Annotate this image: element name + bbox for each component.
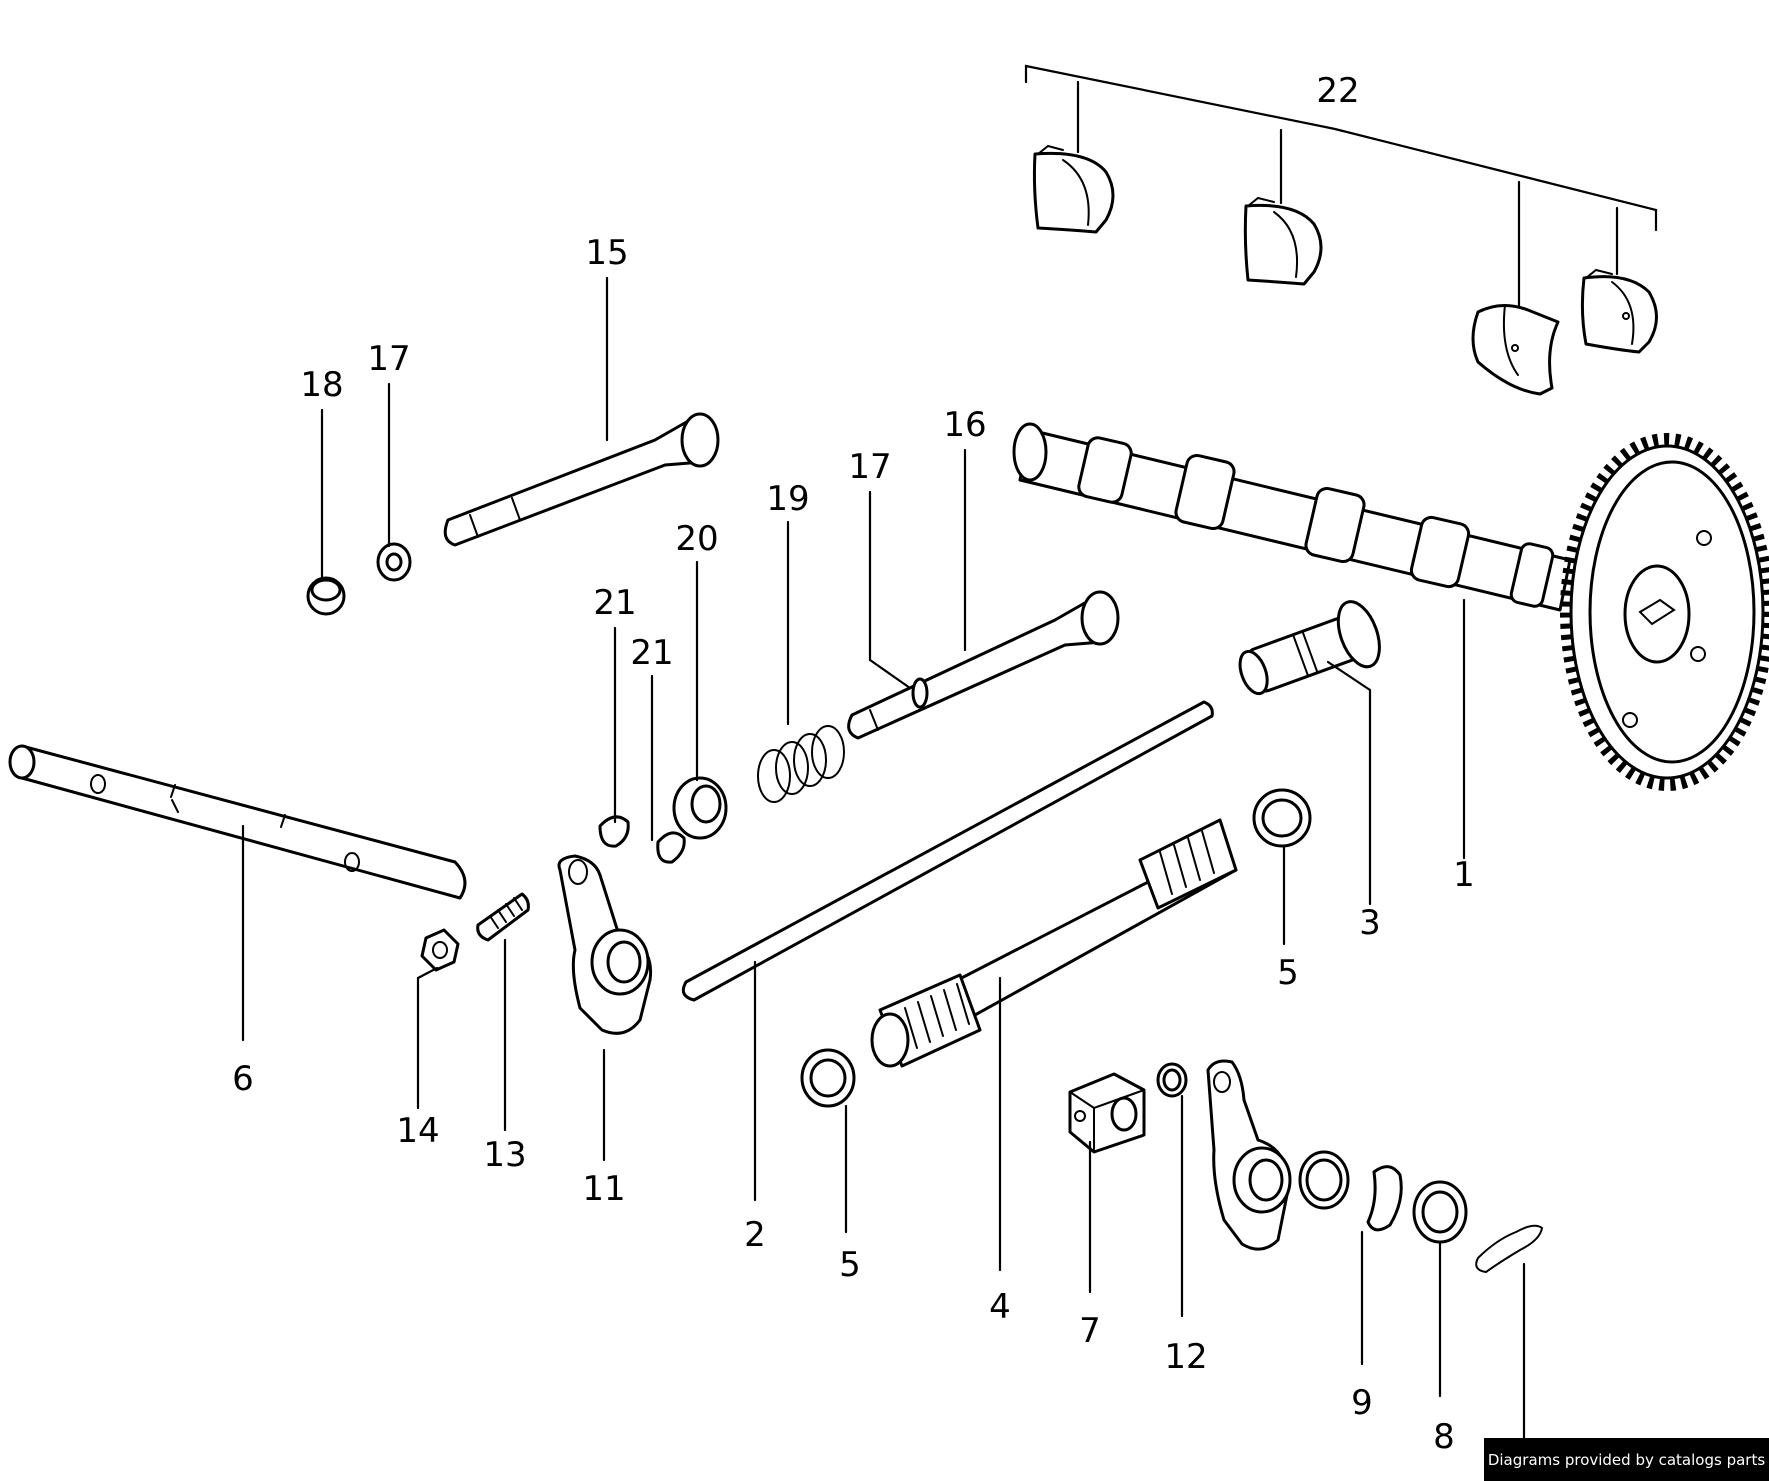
- rocker-support: [1068, 1072, 1146, 1154]
- callout-21: 21: [593, 583, 636, 623]
- callout-7: 7: [1079, 1311, 1101, 1351]
- callout-14: 14: [396, 1111, 439, 1151]
- bearing-shell: [1243, 196, 1323, 286]
- callout-13: 13: [483, 1135, 526, 1175]
- washer: [1298, 1150, 1350, 1210]
- callout-6: 6: [232, 1059, 254, 1099]
- seal-ring: [800, 1048, 856, 1108]
- camshaft-gear: [1560, 433, 1769, 791]
- spring-retainer: [672, 776, 728, 840]
- valve: [847, 590, 1120, 740]
- tappet: [1238, 600, 1381, 696]
- bearing-shell: [1471, 304, 1560, 396]
- callout-4: 4: [989, 1287, 1011, 1327]
- callout-8: 8: [1433, 1417, 1455, 1457]
- callout-17: 17: [367, 339, 410, 379]
- thrust-washer: [1412, 1180, 1468, 1244]
- valve-spring: [757, 725, 845, 803]
- group-bracket: [1024, 64, 1658, 232]
- rocker-shaft: [8, 744, 467, 900]
- callout-12: 12: [1164, 1337, 1207, 1377]
- valve: [443, 412, 720, 547]
- callout-17: 17: [848, 447, 891, 487]
- bearing-shell: [1580, 268, 1658, 354]
- diagram-credit: Diagrams provided by catalogs parts: [1484, 1438, 1769, 1481]
- hex-nut: [420, 928, 460, 972]
- bearing-shell: [1032, 144, 1115, 234]
- callout-15: 15: [585, 233, 628, 273]
- callout-16: 16: [943, 405, 986, 445]
- valve-cap: [306, 576, 346, 616]
- leader-lines: [241, 276, 1526, 1442]
- push-rod-tube: [870, 818, 1238, 1068]
- seal-ring: [1252, 788, 1312, 848]
- callout-11: 11: [582, 1169, 625, 1209]
- callout-22: 22: [1316, 71, 1359, 111]
- rocker-arm: [557, 854, 653, 1035]
- callout-5: 5: [1277, 953, 1299, 993]
- spring-clip: [1475, 1224, 1544, 1274]
- callout-2: 2: [744, 1215, 766, 1255]
- push-rod: [681, 700, 1214, 1002]
- spring-washer: [1366, 1165, 1403, 1232]
- callout-20: 20: [675, 519, 718, 559]
- callout-labels: 22 15 17 18 16 17 19 20 21 21 1 3 5 6 14…: [232, 71, 1475, 1457]
- circlip: [1156, 1062, 1188, 1098]
- adjusting-screw: [476, 892, 530, 942]
- rocker-arm: [1206, 1059, 1292, 1251]
- callout-3: 3: [1359, 903, 1381, 943]
- callout-21: 21: [630, 633, 673, 673]
- callout-9: 9: [1351, 1383, 1373, 1423]
- camshaft: [1012, 422, 1572, 612]
- callout-18: 18: [300, 365, 343, 405]
- callout-5: 5: [839, 1245, 861, 1285]
- valve-keeper: [656, 831, 686, 864]
- valve-seal: [376, 542, 412, 582]
- bearing-shell-set: [1024, 64, 1658, 396]
- callout-19: 19: [766, 479, 809, 519]
- callout-1: 1: [1453, 855, 1475, 895]
